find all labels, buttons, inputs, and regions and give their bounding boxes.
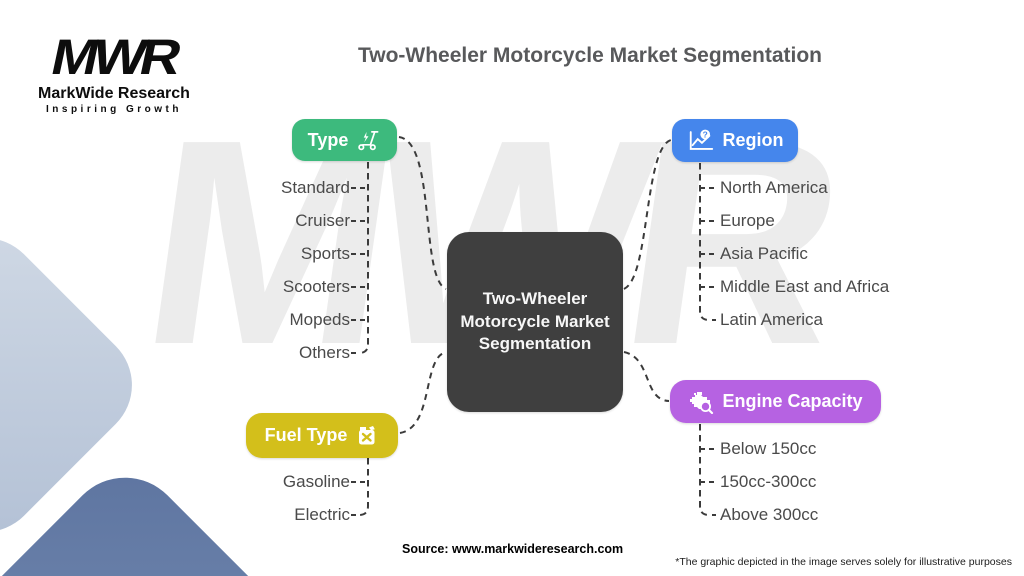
list-item-fuel: Electric <box>294 505 350 524</box>
svg-text:?: ? <box>702 129 707 139</box>
list-item-fuel: Gasoline <box>282 472 350 491</box>
center-node: Two-Wheeler Motorcycle Market Segmentati… <box>447 232 623 412</box>
source-text: Source: www.markwideresearch.com <box>402 542 624 556</box>
list-item-region: Middle East and Africa <box>720 277 890 296</box>
list-item-engine: 150cc-300cc <box>720 472 817 491</box>
list-item-type: Scooters <box>282 277 350 296</box>
chart-question-icon: ? <box>689 129 713 150</box>
disclaimer-text: *The graphic depicted in the image serve… <box>675 556 1012 568</box>
list-item-region: Latin America <box>720 310 823 329</box>
fuel-node-label: Fuel Type <box>264 425 348 445</box>
page-title: Two-Wheeler Motorcycle Market Segmentati… <box>357 44 823 67</box>
logo-name: MarkWide Research <box>38 85 190 102</box>
electric-scooter-icon <box>358 130 379 150</box>
engine-search-icon <box>690 391 714 414</box>
branch-node-region: ? Region <box>672 119 798 162</box>
list-item-region: North America <box>720 178 828 197</box>
region-node-label: Region <box>722 130 784 150</box>
list-item-type: Sports <box>300 244 350 263</box>
type-node-label: Type <box>307 129 349 150</box>
branch-node-type: Type <box>292 119 397 161</box>
branch-node-engine-capacity: Engine Capacity <box>670 380 881 423</box>
logo-mark: MWR <box>46 29 182 85</box>
branch-node-fuel-type: Fuel Type <box>246 413 398 458</box>
list-item-region: Europe <box>720 211 775 230</box>
list-item-type: Standard <box>281 178 350 197</box>
fuel-can-icon <box>359 425 376 444</box>
center-node-label: Two-Wheeler Motorcycle Market Segmentati… <box>460 289 610 354</box>
list-item-type: Cruiser <box>295 211 350 230</box>
list-item-type: Mopeds <box>289 310 350 329</box>
list-item-engine: Above 300cc <box>720 505 819 524</box>
logo-tagline: Inspiring Growth <box>46 104 182 115</box>
markwide-logo: MWR MarkWide Research Inspiring Growth <box>28 29 200 115</box>
list-item-engine: Below 150cc <box>720 439 817 458</box>
list-item-region: Asia Pacific <box>720 244 808 263</box>
list-item-type: Others <box>298 343 350 362</box>
engine-node-label: Engine Capacity <box>722 391 863 411</box>
